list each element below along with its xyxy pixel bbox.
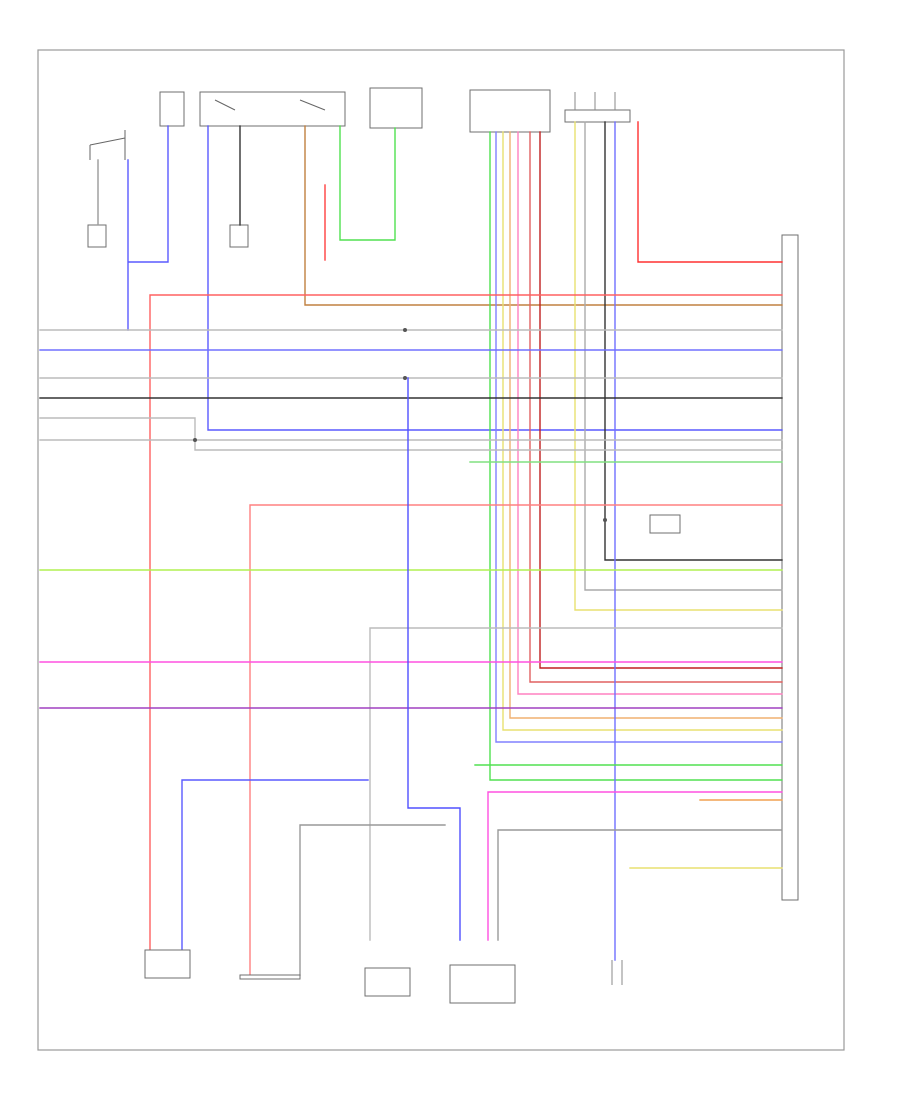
junction-dot: [193, 438, 197, 442]
top-control-module: [469, 89, 551, 133]
bottom-connector-5: [611, 960, 623, 985]
wire-conn-gray: [584, 121, 783, 591]
wire-conn-red: [637, 121, 783, 263]
top-connector: [564, 92, 631, 123]
top-sensor-box: [159, 91, 185, 127]
wire-module-red3: [539, 131, 783, 669]
top-relay-box: [199, 91, 346, 127]
bottom-sensor-2: [239, 974, 301, 980]
mid-right-component: [649, 514, 681, 534]
bottom-sensor-3: [364, 967, 411, 997]
wire-module-blue: [495, 131, 783, 743]
wire-bottom-pink: [487, 791, 783, 941]
wire-bottom-blue: [181, 779, 369, 951]
junction-dot: [603, 518, 607, 522]
wire-h-pink: [249, 504, 783, 976]
bottom-sensor-1: [144, 949, 191, 979]
wire-brown-orange: [304, 125, 783, 306]
wire-center-blue: [407, 377, 461, 941]
wire-module-orange: [509, 131, 783, 719]
junction-dot: [403, 376, 407, 380]
wire-module-yellow: [502, 131, 783, 731]
wire-left-blue: [127, 125, 169, 331]
wire-h-red: [149, 294, 783, 951]
wire-h-gray5: [369, 627, 783, 941]
wire-h-gray3: [39, 417, 783, 451]
top-left-switch: [89, 130, 126, 160]
wire-green-loop: [339, 125, 396, 241]
wire-bottom-gray: [497, 829, 783, 941]
top-switch-box: [369, 87, 423, 129]
wire-module-green: [489, 131, 783, 781]
wire-bottom-gray2: [299, 824, 446, 976]
junction-dot: [403, 328, 407, 332]
ground-symbol-mid: [229, 224, 249, 248]
wire-module-red2: [529, 131, 783, 683]
wire-relay-blue: [207, 125, 783, 431]
wire-conn-black: [604, 121, 783, 561]
right-connector-strip: [781, 234, 799, 901]
bottom-module-4: [449, 964, 516, 1004]
diagram-frame: [37, 49, 845, 1051]
ground-symbol-left: [87, 224, 107, 248]
wire-conn-yellow: [574, 121, 783, 611]
wire-module-pink: [517, 131, 783, 695]
